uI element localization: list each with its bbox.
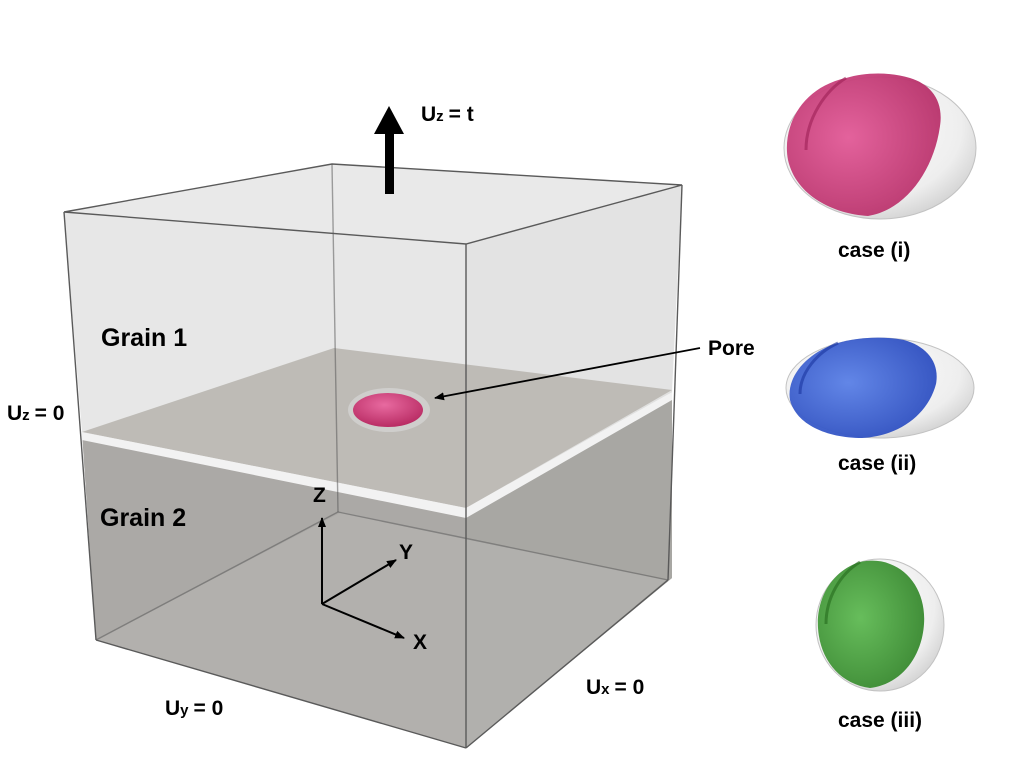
- case-iii-pore-cap: [817, 560, 925, 688]
- pore-ellipsoid: [353, 393, 423, 427]
- case-iii-illustration: [815, 558, 945, 692]
- case-i-label: case (i): [838, 239, 910, 262]
- x-axis-line: [321, 603, 405, 639]
- grain2-label: Grain 2: [100, 504, 186, 532]
- case-ii-label: case (ii): [838, 452, 916, 475]
- case-iii-label: case (iii): [838, 709, 922, 732]
- y-axis-label: Y: [399, 541, 413, 564]
- grain1-label: Grain 1: [101, 324, 187, 352]
- pore-label: Pore: [708, 337, 755, 360]
- cube-edges: [63, 163, 683, 749]
- case-i-pore-cap: [786, 73, 941, 216]
- bc-top-label: Uz= t: [421, 103, 474, 126]
- grain-boundary-plane-edge: [82, 392, 672, 518]
- case-i-illustration: [783, 73, 977, 220]
- x-axis-label: X: [413, 631, 427, 654]
- case-ii-pore-cap: [789, 337, 937, 438]
- simulation-cube: [63, 163, 683, 749]
- bc-front-label: Uy= 0: [165, 697, 223, 720]
- pore-leader-line: [434, 347, 701, 401]
- loading-arrow: [374, 106, 404, 194]
- case-ii-illustration: [785, 337, 975, 439]
- bc-right-label: Ux= 0: [586, 676, 644, 699]
- z-axis-label: Z: [313, 484, 326, 507]
- coordinate-axes: [318, 517, 405, 639]
- y-axis-line: [321, 559, 397, 605]
- grain2-floor: [96, 512, 666, 748]
- bc-left-label: Uz= 0: [7, 402, 64, 425]
